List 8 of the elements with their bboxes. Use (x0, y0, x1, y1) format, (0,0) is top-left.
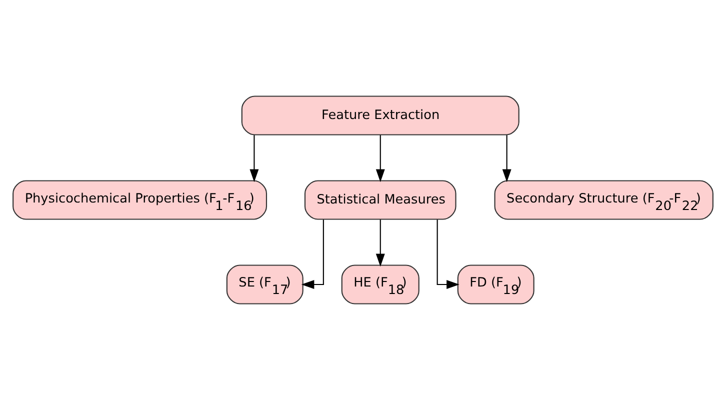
arrow (301, 220, 324, 289)
node-box: Feature Extraction (241, 96, 520, 136)
arrow (250, 135, 259, 182)
node-box: Statistical Measures (304, 180, 456, 220)
arrow (502, 135, 512, 182)
arrow (376, 135, 385, 182)
arrow (376, 220, 385, 267)
arrow (436, 220, 460, 289)
